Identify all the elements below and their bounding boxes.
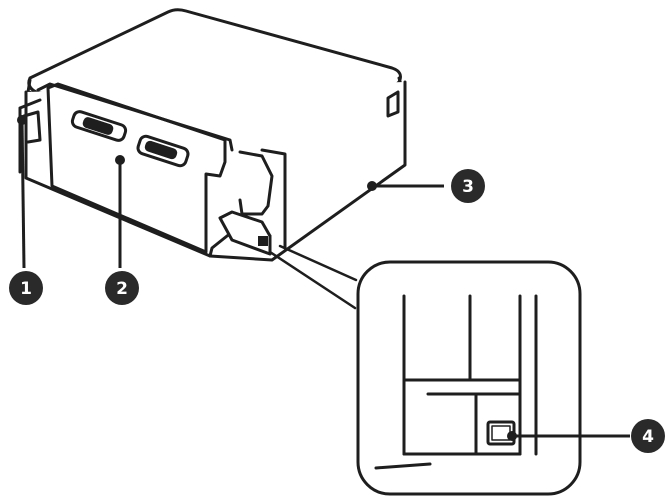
leader-dot-3	[367, 181, 377, 191]
callout-2-label: 2	[116, 279, 128, 299]
leader-line-1	[20, 117, 26, 269]
callout-3-circle	[451, 169, 485, 203]
callout-1-label: 1	[20, 279, 32, 299]
leader-dot-4	[507, 431, 517, 441]
cover-handle-left-inner	[82, 117, 114, 135]
callout-4: 4	[631, 419, 665, 453]
connector-block	[218, 210, 272, 256]
leader-dot-2	[115, 155, 125, 165]
inset-vertical-lines	[402, 294, 538, 456]
port-small-square	[258, 236, 268, 246]
callout-2: 2	[105, 271, 139, 305]
inset-port-surround	[474, 392, 522, 456]
callout-4-label: 4	[642, 427, 654, 447]
printer-illustration	[18, 8, 582, 496]
callout-2-circle	[105, 271, 139, 305]
right-side-slot	[386, 90, 400, 118]
callout-3: 3	[451, 169, 485, 203]
callout-3-label: 3	[462, 177, 474, 197]
leader-dots	[17, 115, 517, 441]
cover-handle-right-inner	[144, 140, 178, 160]
body-right-face	[260, 148, 287, 250]
callout-1-circle	[9, 271, 43, 305]
callout-4-circle	[631, 419, 665, 453]
callout-1: 1	[9, 271, 43, 305]
zoom-pointer-lines	[268, 244, 358, 310]
rear-cover-lip	[36, 82, 234, 152]
inset-bottom-line	[374, 462, 432, 470]
leader-lines	[20, 117, 630, 438]
leader-dot-1	[17, 115, 27, 125]
